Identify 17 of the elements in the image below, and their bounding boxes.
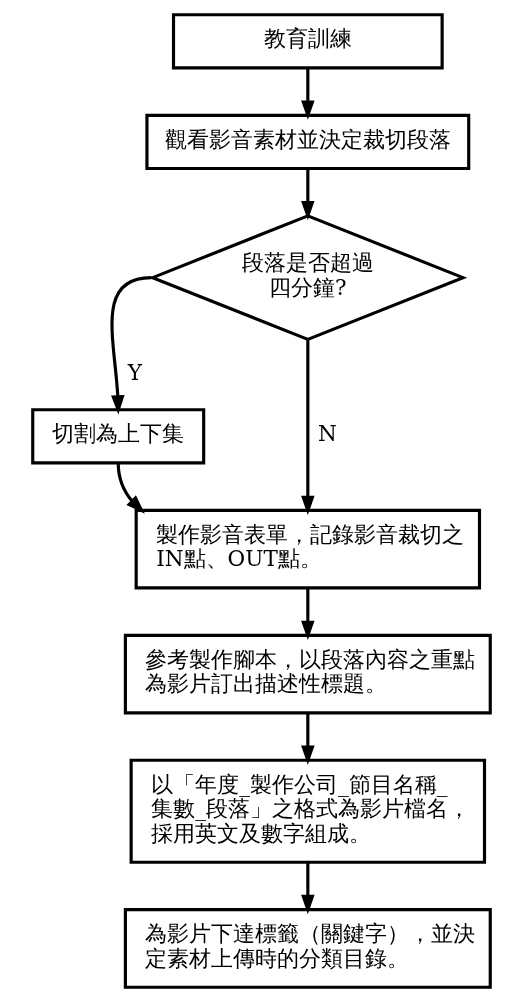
arrow [300,168,315,221]
edge-label: N [317,421,337,447]
edge-label: Y [127,359,142,385]
node-box: 切割為上下集 [30,408,205,465]
arrow [109,276,151,415]
node-box: 製作影音表單，記錄影音裁切之IN點、OUT點。 [134,508,481,590]
arrow [300,339,315,516]
node-box: 觀看影音素材並決定裁切段落 [144,113,470,171]
arrow [300,67,315,120]
arrow [300,712,315,765]
node-box: 教育訓練 [171,13,444,70]
arrow [116,462,145,514]
node-box: 參考製作腳本，以段落內容之重點為影片訂出描述性標題。 [123,633,492,715]
node-box: 以「年度_製作公司_節目名稱_集數_段落」之格式為影片檔名，採用英文及數字組成。 [129,758,486,864]
node-box: 為影片下達標籤（關鍵字），並決定素材上傳時的分類目錄。 [123,908,492,989]
arrow [300,588,315,640]
arrow [300,862,315,915]
